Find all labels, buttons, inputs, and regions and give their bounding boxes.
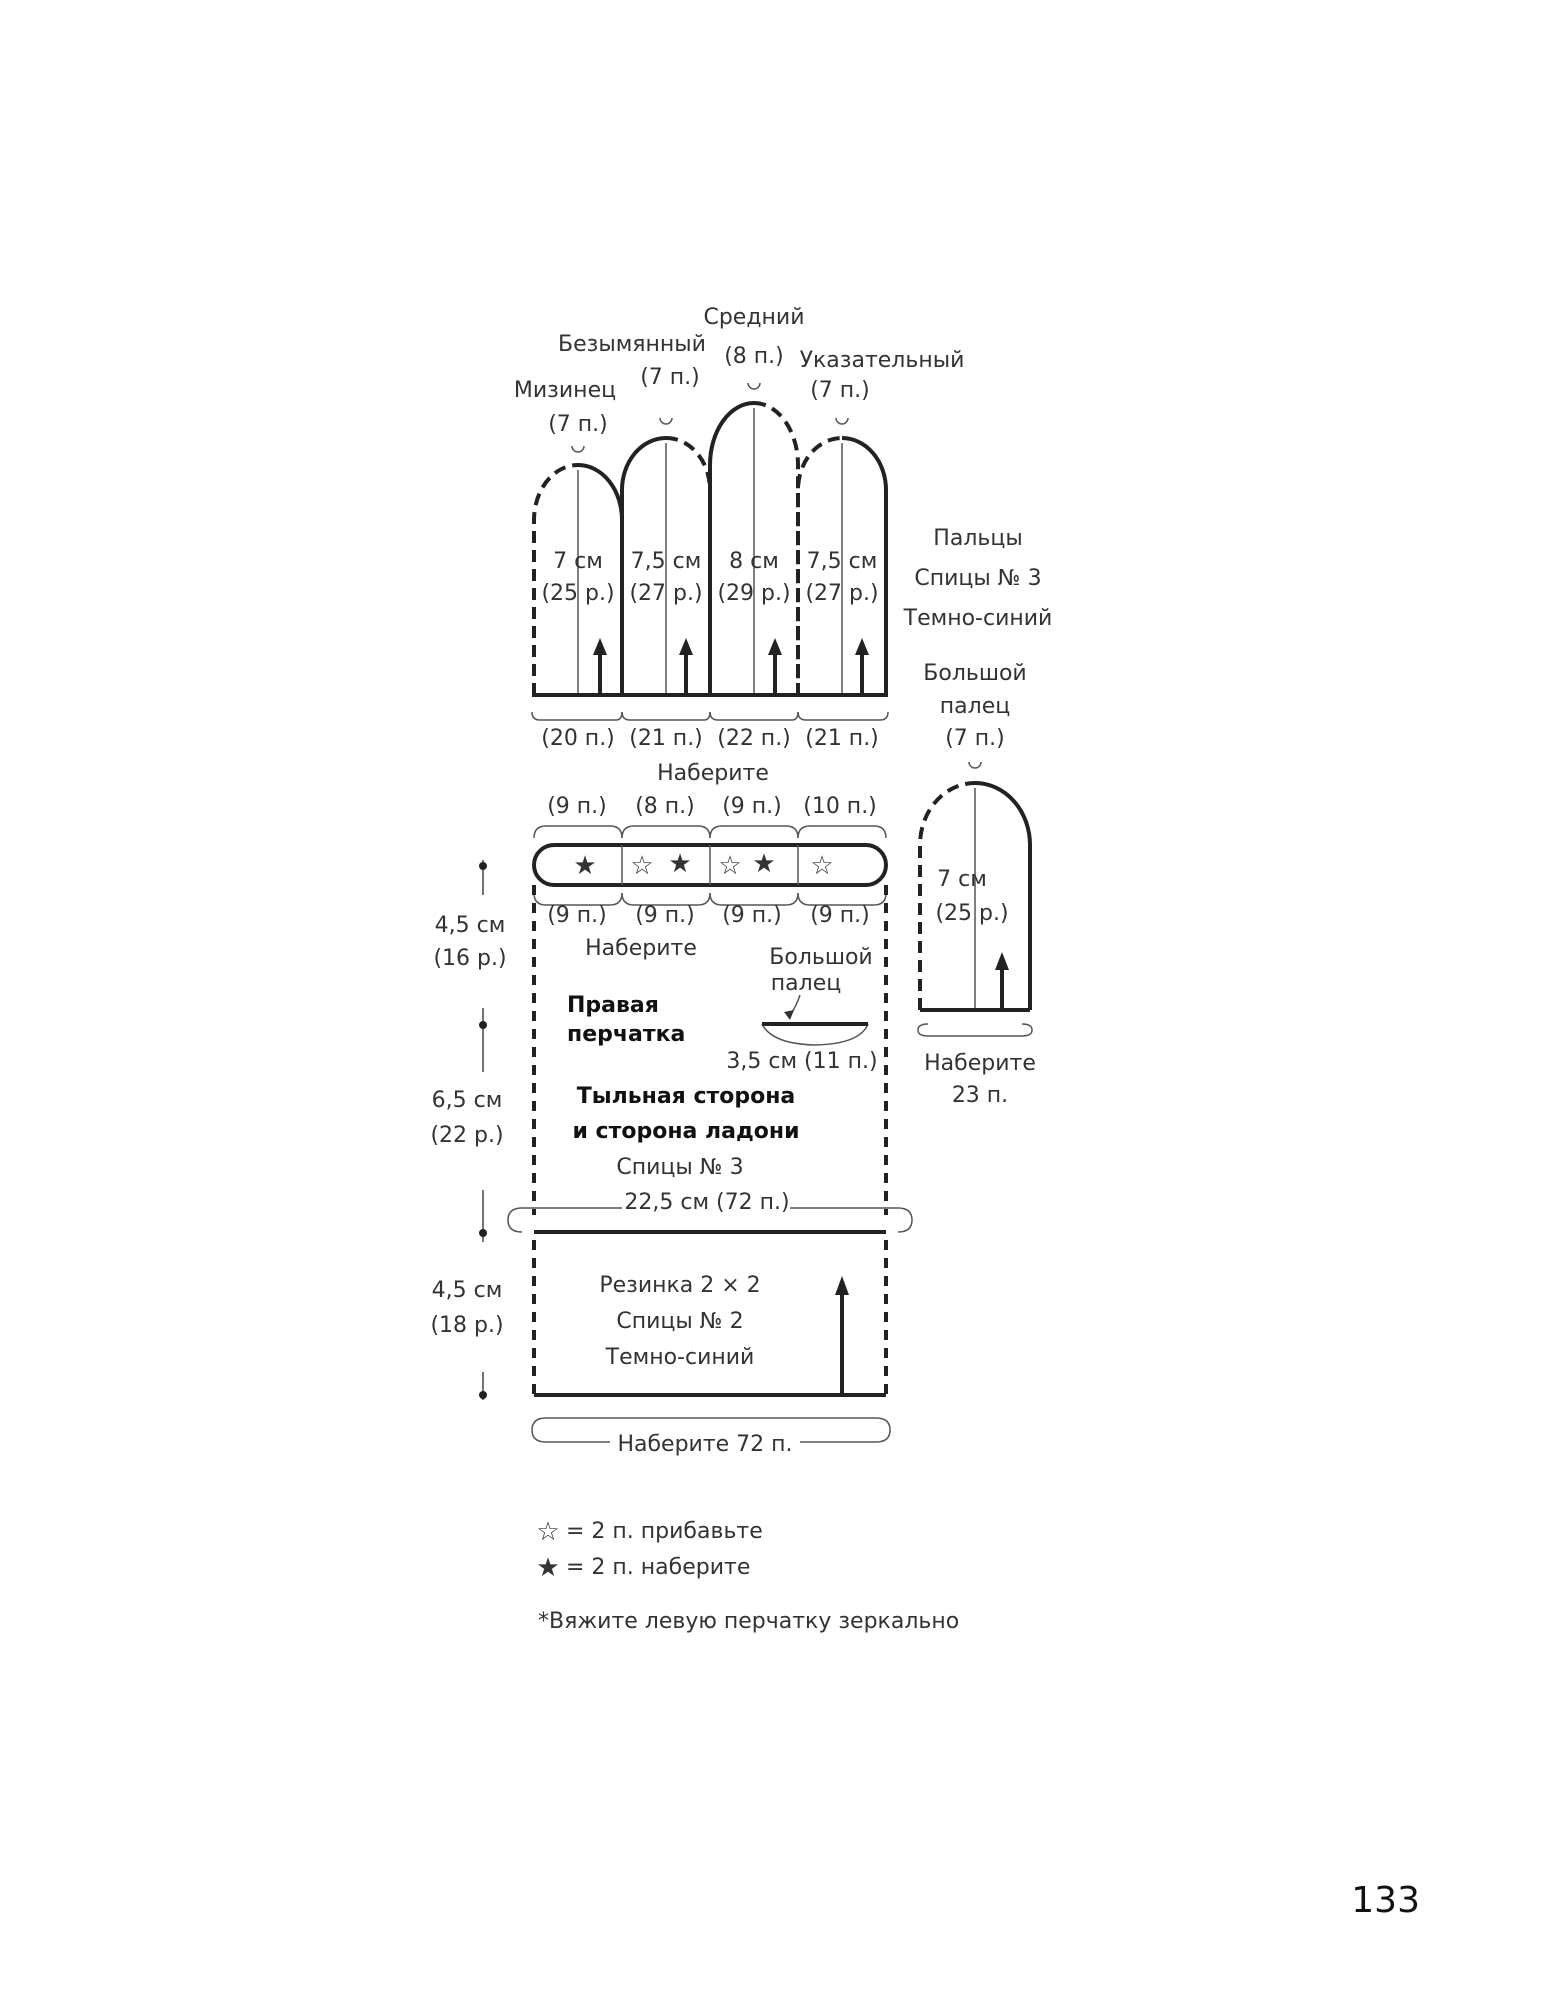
thumb-length: 7 см	[937, 867, 987, 892]
filled-star-icon: ★	[752, 849, 775, 879]
finger-tip-marks	[571, 382, 849, 453]
open-star-icon: ☆	[630, 851, 653, 881]
glove-width-measure	[507, 1207, 913, 1233]
thumb-tip-mark	[968, 761, 982, 769]
ring-rows: (27 р.)	[629, 581, 702, 606]
glove-side-line2: и сторона ладони	[572, 1119, 799, 1144]
finger-ring-outline	[620, 436, 712, 695]
rib-cast-on: Наберите 72 п.	[617, 1432, 792, 1457]
index-length: 7,5 см	[807, 549, 878, 574]
finger-arrows	[593, 638, 869, 695]
cast-on-bottom-group-3: (9 п.)	[722, 903, 782, 928]
legend-open-star: = 2 п. прибавьте	[566, 1519, 763, 1544]
thumb-cast-on-line2: 23 п.	[952, 1083, 1008, 1108]
page-number: 133	[1351, 1880, 1420, 1921]
middle-name: Средний	[703, 305, 804, 330]
filled-star-icon: ★	[536, 1553, 559, 1583]
middle-base: (22 п.)	[717, 726, 791, 751]
thumb-right-edge	[974, 781, 1032, 1010]
ring-base: (21 п.)	[629, 726, 703, 751]
filled-star-icon: ★	[668, 849, 691, 879]
thumb-opening-line1: Большой	[769, 945, 872, 970]
index-name: Указательный	[800, 348, 965, 373]
thumb-cast-on-line1: Наберите	[924, 1051, 1036, 1076]
finger-index-outline	[796, 436, 888, 695]
thumb-name-line1: Большой	[923, 661, 1026, 686]
ring-name: Безымянный	[558, 332, 706, 357]
height-1-cm: 4,5 см	[435, 913, 506, 938]
open-star-icon: ☆	[536, 1517, 559, 1547]
height-scale	[479, 860, 487, 1400]
thumb-cast-on-bracket	[917, 1023, 1033, 1037]
cast-on-top-group-1: (9 п.)	[547, 794, 607, 819]
thumb-opening-curve	[761, 1023, 869, 1046]
rib-pattern: Резинка 2 × 2	[599, 1273, 760, 1298]
legend-note: *Вяжите левую перчатку зеркально	[538, 1609, 959, 1634]
finger-base-brackets	[531, 711, 889, 721]
height-3-rows: (18 р.)	[430, 1313, 503, 1338]
pinky-top-stitches: (7 п.)	[548, 412, 608, 437]
ring-length: 7,5 см	[631, 549, 702, 574]
pinky-name: Мизинец	[514, 378, 616, 403]
height-2-cm: 6,5 см	[432, 1088, 503, 1113]
rib-color: Темно-синий	[605, 1345, 755, 1370]
cast-on-band-dividers	[621, 845, 799, 885]
height-3-cm: 4,5 см	[432, 1278, 503, 1303]
rib-cast-on-measure	[531, 1417, 891, 1443]
cast-on-top-group-2: (8 п.)	[635, 794, 695, 819]
middle-length: 8 см	[729, 549, 779, 574]
fingers-info-title: Пальцы	[933, 526, 1022, 551]
cast-on-bottom-brackets	[533, 892, 887, 906]
thumb-name-line2: палец	[940, 694, 1010, 719]
thumb-pointer-arrowhead	[784, 1010, 794, 1020]
cast-on-bottom-group-4: (9 п.)	[810, 903, 870, 928]
thumb-top-stitches: (7 п.)	[945, 726, 1005, 751]
pinky-base: (20 п.)	[541, 726, 615, 751]
thumb-left-edge	[918, 781, 976, 1010]
index-rows: (27 р.)	[805, 581, 878, 606]
rib-arrowhead	[835, 1276, 849, 1295]
filled-star-icon: ★	[573, 851, 596, 881]
height-2-rows: (22 р.)	[430, 1123, 503, 1148]
legend-filled-star: = 2 п. наберите	[566, 1555, 750, 1580]
thumb-arrowhead	[995, 952, 1009, 970]
middle-rows: (29 р.)	[717, 581, 790, 606]
open-star-icon: ☆	[810, 851, 833, 881]
ring-top-stitches: (7 п.)	[640, 365, 700, 390]
cast-on-bottom-group-2: (9 п.)	[635, 903, 695, 928]
cast-on-top-group-4: (10 п.)	[803, 794, 877, 819]
glove-width: 22,5 см (72 п.)	[624, 1190, 789, 1215]
fingers-info-needles: Спицы № 3	[914, 566, 1041, 591]
cast-on-top-label: Наберите	[657, 761, 769, 786]
finger-middle-outline	[708, 401, 800, 695]
thumb-opening-line2: палец	[771, 971, 841, 996]
cast-on-top-group-3: (9 п.)	[722, 794, 782, 819]
glove-needles: Спицы № 3	[616, 1155, 743, 1180]
finger-pinky-outline	[532, 463, 624, 695]
pinky-rows: (25 р.)	[541, 581, 614, 606]
cast-on-top-brackets	[533, 825, 887, 839]
thumb-rows: (25 р.)	[935, 901, 1008, 926]
glove-title-line1: Правая	[567, 993, 659, 1018]
height-1-rows: (16 р.)	[433, 946, 506, 971]
index-top-stitches: (7 п.)	[810, 378, 870, 403]
open-star-icon: ☆	[718, 851, 741, 881]
fingers-info-color: Темно-синий	[903, 606, 1053, 631]
thumb-opening-width: 3,5 см (11 п.)	[726, 1049, 877, 1074]
pinky-length: 7 см	[553, 549, 603, 574]
glove-side-line1: Тыльная сторона	[577, 1084, 796, 1109]
index-base: (21 п.)	[805, 726, 879, 751]
rib-needles: Спицы № 2	[616, 1309, 743, 1334]
cast-on-bottom-group-1: (9 п.)	[547, 903, 607, 928]
glove-title-line2: перчатка	[567, 1022, 685, 1047]
middle-top-stitches: (8 п.)	[724, 344, 784, 369]
cast-on-bottom-label: Наберите	[585, 936, 697, 961]
